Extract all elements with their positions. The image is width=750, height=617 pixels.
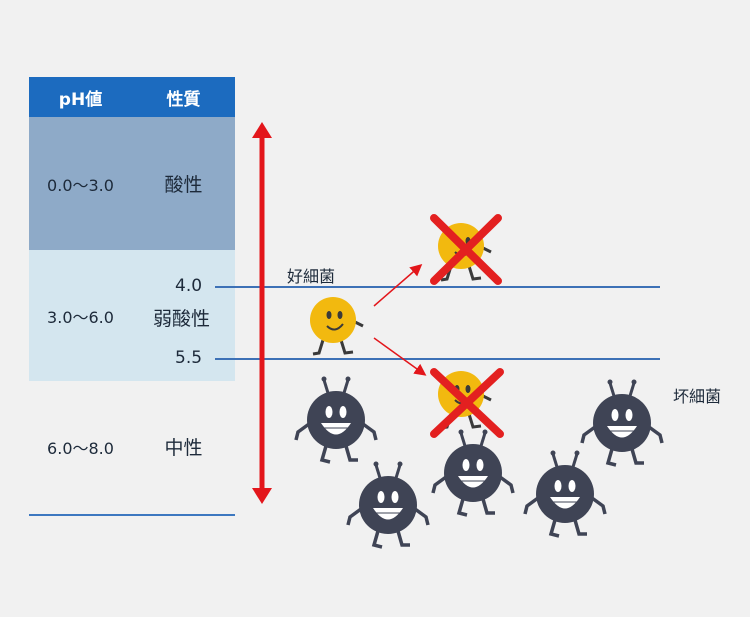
arrow-down-icon [373, 337, 427, 376]
bad-bacteria-icon [580, 377, 664, 467]
bad-bacteria-icon [294, 374, 378, 464]
good-bacteria-label: 好細菌 [287, 267, 336, 286]
nature-neutral: 中性 [164, 437, 203, 459]
weak-acid-label: 弱酸性 [153, 308, 211, 330]
range-neutral: 6.0～8.0 [47, 438, 114, 458]
good-bacteria-icon [308, 295, 365, 356]
table-row-neutral: 6.0～8.0 中性 [29, 381, 235, 512]
table-bottom-rule [29, 514, 235, 516]
double-arrow-icon [252, 122, 272, 504]
bad-bacteria-icon [431, 427, 515, 517]
ph-table: pH値 性質 0.0～3.0 酸性 3.0～6.0 6.0～8.0 中性 [29, 77, 235, 512]
table-row-acid: 0.0～3.0 酸性 [29, 117, 235, 250]
ph-4-line [215, 286, 660, 288]
cross-icon [430, 214, 502, 285]
ph-5-5-label: 5.5 [175, 348, 203, 368]
header-nature: 性質 [166, 89, 201, 110]
table-header: pH値 性質 [29, 77, 235, 117]
table-row-weak: 3.0～6.0 [29, 250, 235, 381]
bad-bacteria-icon [523, 448, 607, 538]
bad-bacteria-icon [346, 459, 430, 549]
ph-4-label: 4.0 [175, 276, 203, 296]
header-ph: pH値 [58, 89, 103, 110]
range-weak: 3.0～6.0 [47, 307, 114, 327]
cross-icon [430, 368, 504, 438]
arrow-up-icon [373, 264, 423, 307]
bad-bacteria-label: 坏細菌 [673, 387, 722, 406]
ph-5-5-line [215, 358, 660, 360]
range-acid: 0.0～3.0 [47, 175, 114, 195]
nature-acid: 酸性 [164, 174, 203, 196]
